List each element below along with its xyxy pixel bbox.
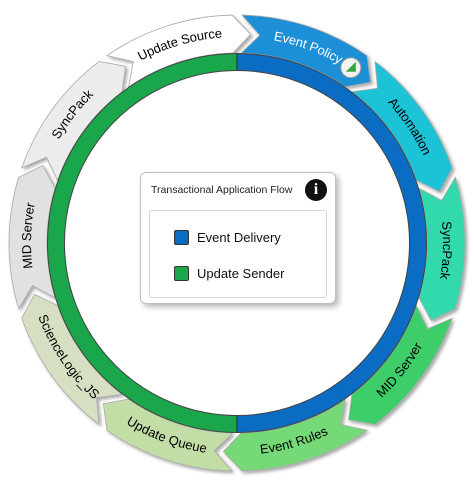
inner-ring-event-delivery bbox=[236, 53, 427, 433]
event-delivery-swatch bbox=[174, 229, 189, 245]
legend-list: Event Delivery Update Sender bbox=[149, 210, 327, 298]
legend-box: Transactional Application Flow i Event D… bbox=[140, 172, 336, 304]
inner-ring-update-sender bbox=[47, 53, 238, 433]
segment-label: SyncPack bbox=[436, 221, 454, 281]
green-triangle-icon bbox=[345, 61, 356, 72]
legend-item-event-delivery: Event Delivery bbox=[174, 229, 281, 245]
segment-label: MID Server bbox=[19, 201, 38, 270]
info-icon[interactable]: i bbox=[305, 179, 327, 201]
legend-item-update-sender: Update Sender bbox=[174, 265, 284, 281]
inner-ring bbox=[47, 53, 427, 433]
legend-title: Transactional Application Flow bbox=[151, 184, 293, 196]
update-sender-swatch bbox=[174, 265, 189, 281]
event-policy-badge bbox=[340, 57, 362, 79]
legend-label: Update Sender bbox=[197, 265, 285, 281]
legend-label: Event Delivery bbox=[197, 229, 281, 245]
